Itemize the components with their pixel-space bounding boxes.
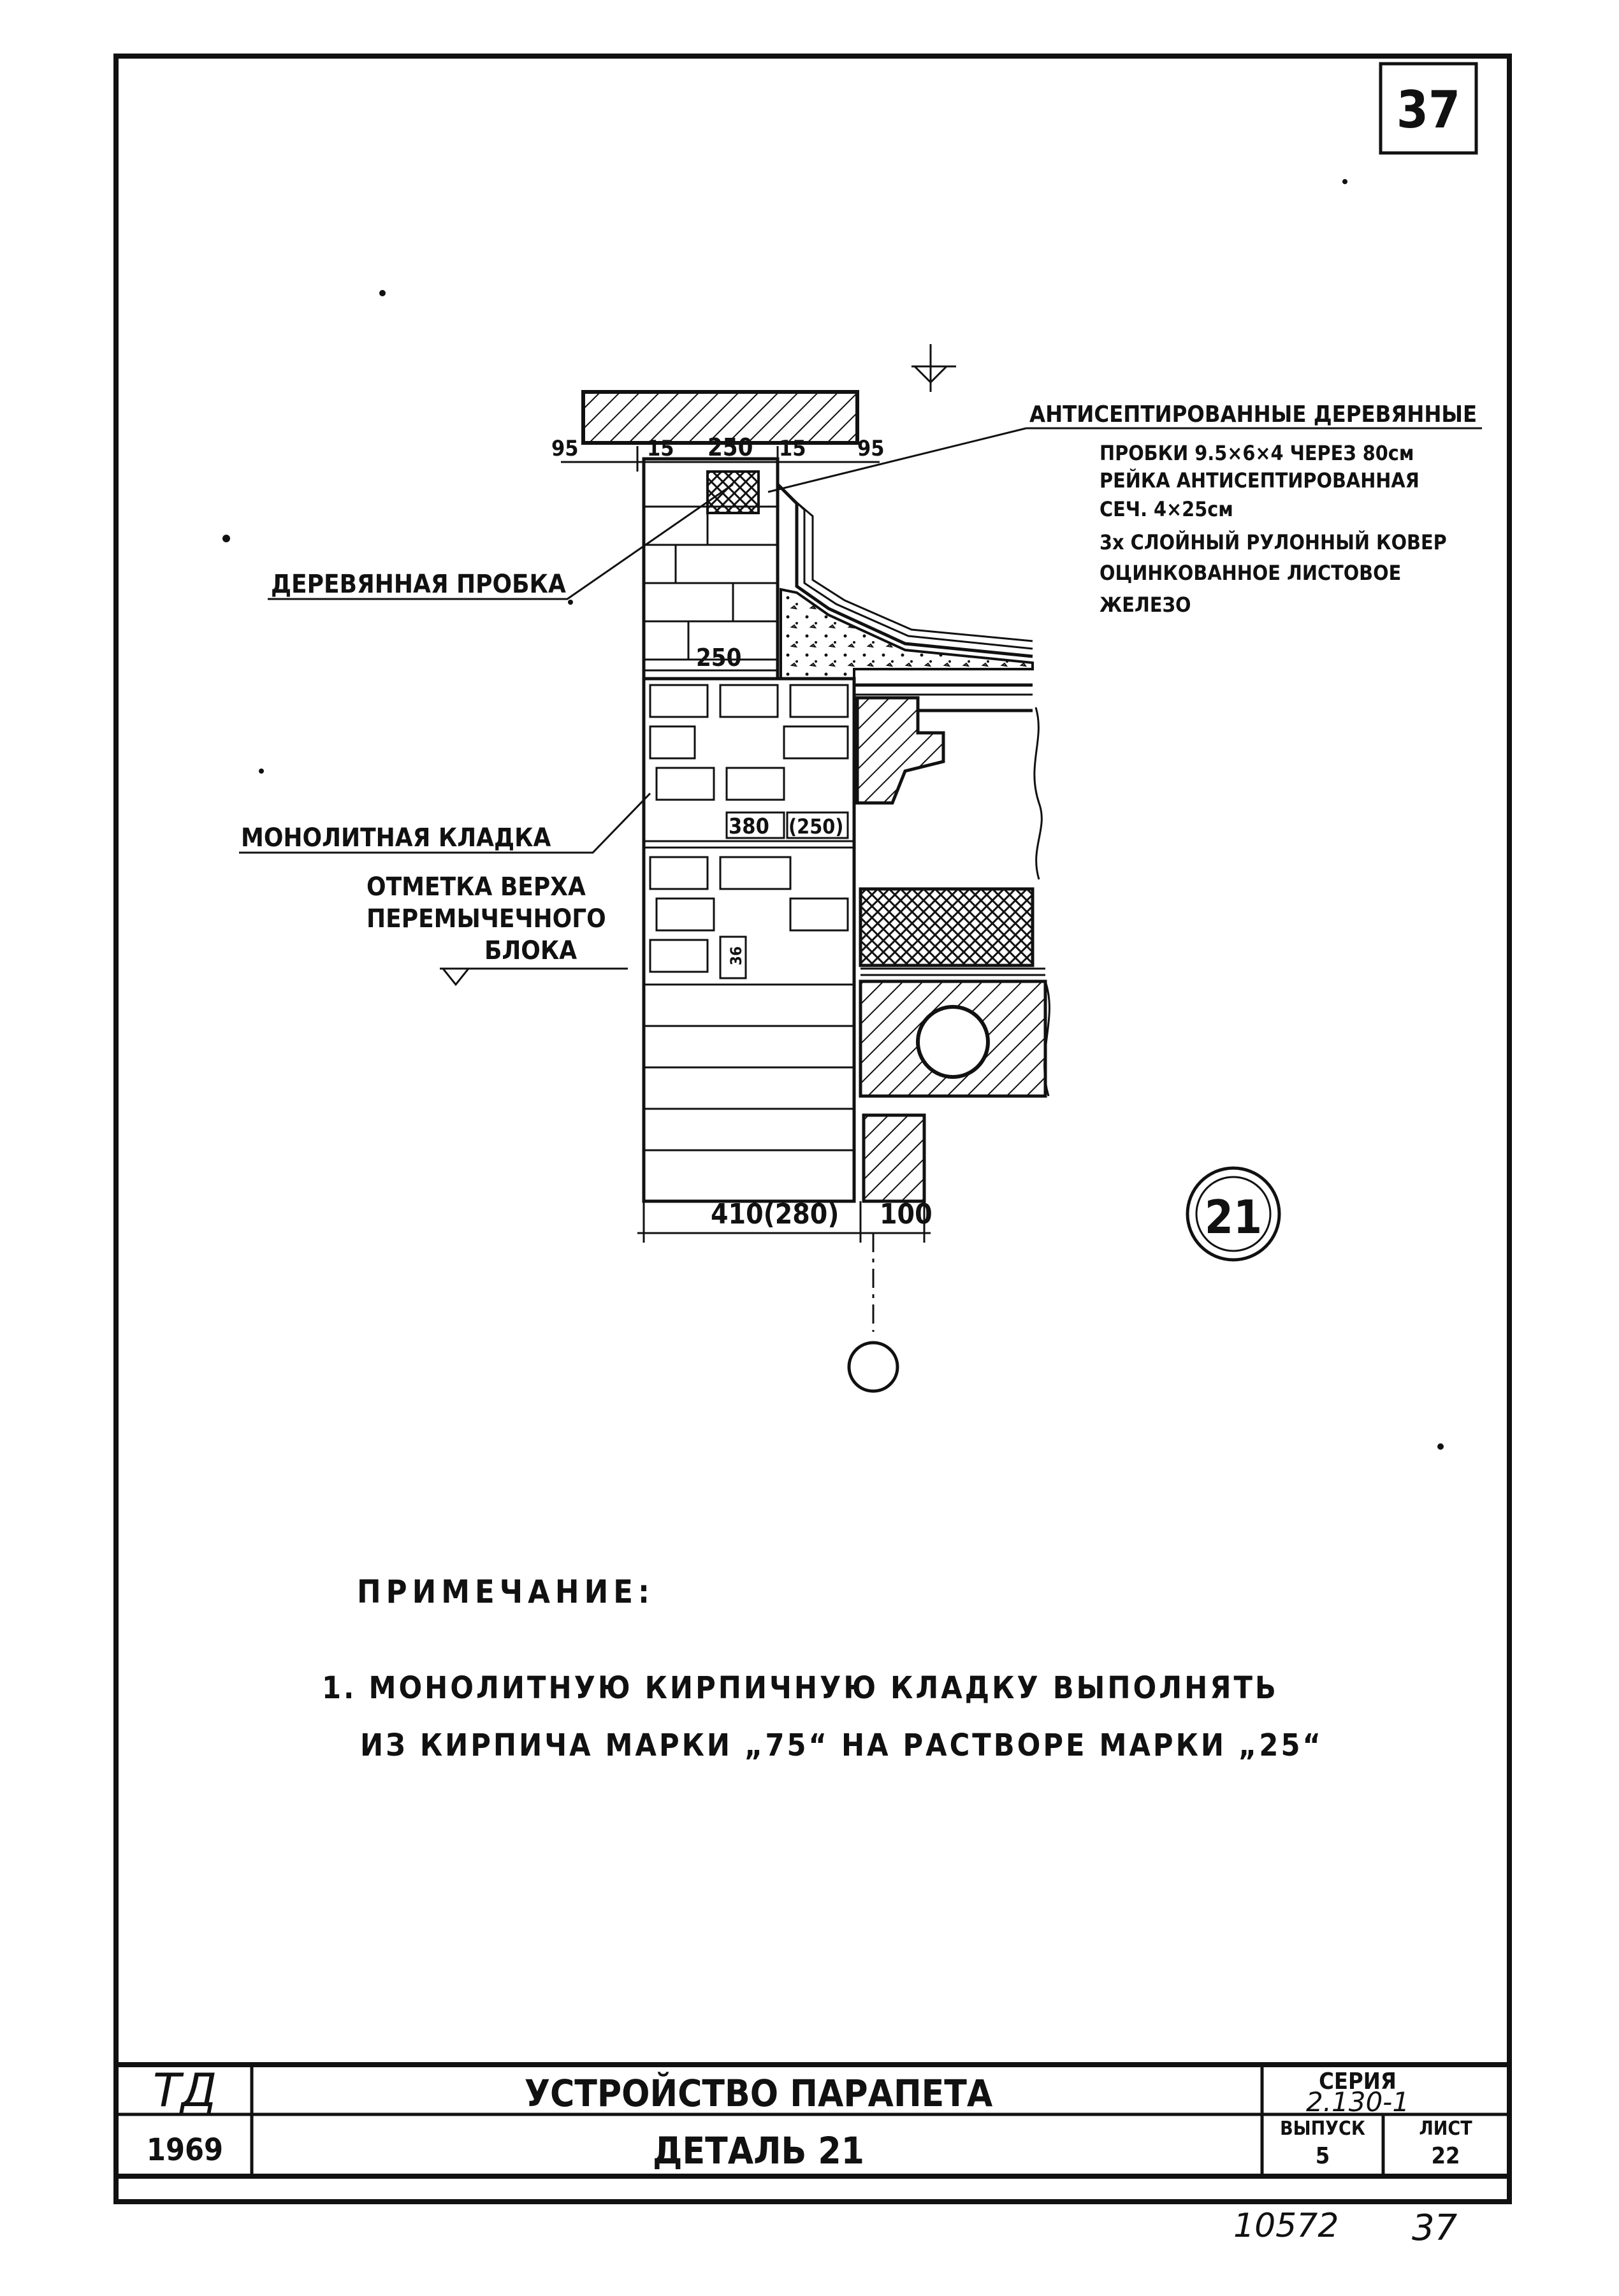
detail-number-circle <box>1186 1166 1281 1262</box>
title-block-subtitle: ДЕТАЛЬ 21 <box>653 2129 864 2172</box>
note-line-2: ИЗ КИРПИЧА МАРКИ „75“ НА РАСТВОРЕ МАРКИ … <box>360 1728 1323 1763</box>
dim-250-wall: 250 <box>696 644 741 672</box>
title-block-org: ТД <box>153 2063 217 2117</box>
sheet-number-box: 37 <box>1379 62 1478 155</box>
label-monolithic-masonry: МОНОЛИТНАЯ КЛАДКА <box>241 823 551 853</box>
callout-line-4: 3х СЛОЙНЫЙ РУЛОННЫЙ КОВЕР <box>1100 530 1447 554</box>
dim-410-280: 410(280) <box>711 1198 839 1231</box>
dim-100: 100 <box>880 1198 933 1231</box>
page-number: 37 <box>1412 2207 1458 2249</box>
parapet-section-drawing <box>239 390 1482 1393</box>
dim-15-left: 15 <box>647 436 674 461</box>
issue-label: ВЫПУСК <box>1280 2118 1365 2140</box>
title-block-year: 1969 <box>147 2132 223 2168</box>
sheet-number: 37 <box>1397 80 1460 140</box>
brick-courses-upper <box>644 505 778 661</box>
roof-flashing <box>776 483 1033 658</box>
sheet-frame <box>113 54 1512 2204</box>
sheet-value: 22 <box>1431 2143 1460 2169</box>
label-mark-line-3: БЛОКА <box>484 936 577 965</box>
label-wood-plug: ДЕРЕВЯННАЯ ПРОБКА <box>271 570 566 599</box>
dim-250-top: 250 <box>708 433 753 461</box>
dim-95-left: 95 <box>551 436 579 461</box>
callout-line-3: СЕЧ. 4×25см <box>1100 497 1233 521</box>
dim-15-right: 15 <box>779 436 806 461</box>
axis-bubble <box>847 1341 899 1393</box>
brick-courses-main <box>644 684 854 1152</box>
top-dimensions: 95 15 250 15 95 <box>551 433 885 461</box>
wood-plug <box>706 470 760 514</box>
callout-line-6: ЖЕЛЕЗО <box>1100 593 1191 617</box>
leader-wood-plug <box>268 483 734 600</box>
title-block-title: УСТРОЙСТВО ПАРАПЕТА <box>525 2071 993 2115</box>
detail-number: 21 <box>1205 1190 1262 1244</box>
inventory-number: 10572 <box>1233 2207 1339 2245</box>
callout-line-1: ПРОБКИ 9.5×6×4 ЧЕРЕЗ 80см <box>1100 441 1414 465</box>
roof-slab-beam <box>855 696 945 805</box>
scan-specks <box>222 179 1444 1450</box>
callout-antiseptic-title: АНТИСЕПТИРОВАННЫЕ ДЕРЕВЯННЫЕ <box>1029 401 1477 428</box>
note-heading: ПРИМЕЧАНИЕ: <box>357 1573 655 1610</box>
level-marker-top <box>911 344 956 392</box>
series-label: СЕРИЯ <box>1319 2069 1397 2095</box>
title-block: ТД 1969 УСТРОЙСТВО ПАРАПЕТА ДЕТАЛЬ 21 СЕ… <box>116 2062 1509 2179</box>
callout-line-2: РЕЙКА АНТИСЕПТИРОВАННАЯ <box>1100 468 1419 493</box>
note-line-1: 1. МОНОЛИТНУЮ КИРПИЧНУЮ КЛАДКУ ВЫПОЛНЯТЬ <box>322 1670 1279 1706</box>
leader-monolithic <box>239 792 651 854</box>
dim-95-right: 95 <box>857 436 885 461</box>
level-mark-triangle <box>442 968 470 986</box>
dim-36: 36 <box>727 946 745 965</box>
sheet-label: ЛИСТ <box>1419 2118 1472 2140</box>
lintel-block <box>859 887 1035 967</box>
series-value: 2.130-1 <box>1306 2086 1409 2118</box>
support-block <box>862 1113 926 1203</box>
leader-antiseptic <box>767 427 1482 493</box>
callout-antiseptic-lines: ПРОБКИ 9.5×6×4 ЧЕРЕЗ 80см РЕЙКА АНТИСЕПТ… <box>1100 441 1447 617</box>
dim-250-paren: (250) <box>788 814 843 839</box>
callout-line-5: ОЦИНКОВАННОЕ ЛИСТОВОЕ <box>1100 561 1401 585</box>
label-mark-line-2: ПЕРЕМЫЧЕЧНОГО <box>367 904 606 934</box>
label-level-mark: ОТМЕТКА ВЕРХА ПЕРЕМЫЧЕЧНОГО БЛОКА <box>367 872 606 965</box>
hollow-core-void <box>916 1005 990 1079</box>
main-wall <box>642 677 856 1203</box>
label-mark-line-1: ОТМЕТКА ВЕРХА <box>367 872 586 902</box>
note-section: ПРИМЕЧАНИЕ: 1. МОНОЛИТНУЮ КИРПИЧНУЮ КЛАД… <box>322 1573 1323 1763</box>
dim-380: 380 <box>729 814 769 839</box>
coping-slab <box>581 390 859 445</box>
issue-value: 5 <box>1316 2143 1330 2169</box>
concrete-fill <box>780 588 1034 680</box>
